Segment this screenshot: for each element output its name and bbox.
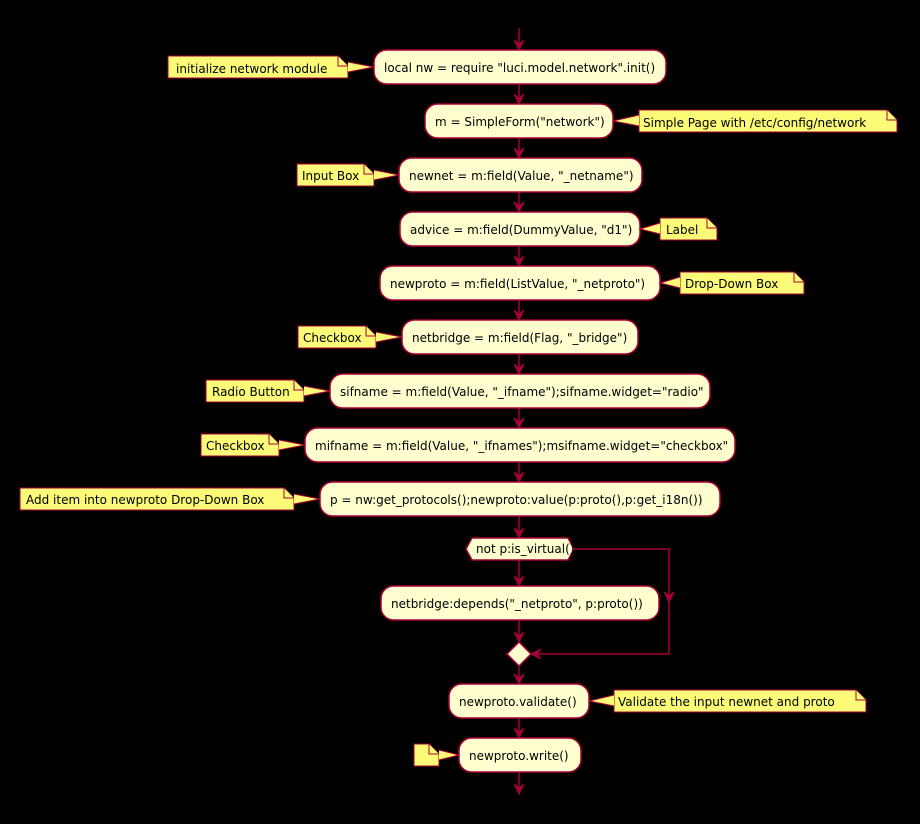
svg-text:Radio Button: Radio Button: [212, 385, 290, 399]
svg-text:Add item into newproto Drop-Do: Add item into newproto Drop-Down Box: [26, 493, 264, 507]
svg-text:Checkbox: Checkbox: [303, 331, 362, 345]
note-dropdown-box: Drop-Down Box: [658, 271, 805, 295]
svg-text:newnet = m:field(Value, "_netn: newnet = m:field(Value, "_netname"): [409, 169, 634, 183]
svg-text:local nw = require "luci.model: local nw = require "luci.model.network".…: [384, 61, 655, 75]
svg-text:Drop-Down Box: Drop-Down Box: [685, 277, 778, 291]
note-checkbox-2: Checkbox: [200, 433, 306, 457]
action-sifname-field: sifname = m:field(Value, "_ifname");sifn…: [329, 373, 711, 409]
action-newnet-field: newnet = m:field(Value, "_netname"): [398, 157, 643, 193]
svg-text:netbridge = m:field(Flag, "_br: netbridge = m:field(Flag, "_bridge"): [412, 331, 627, 345]
svg-text:advice = m:field(DummyValue, ": advice = m:field(DummyValue, "d1"): [410, 223, 632, 237]
svg-text:m = SimpleForm("network"): m = SimpleForm("network"): [435, 115, 605, 129]
note-simple-page: Simple Page with /etc/config/network: [612, 109, 898, 133]
note-checkbox-1: Checkbox: [297, 325, 403, 349]
svg-text:newproto = m:field(ListValue,: newproto = m:field(ListValue, "_netproto…: [390, 277, 645, 291]
action-newproto-validate: newproto.validate(): [448, 683, 590, 719]
note-validate: Validate the input newnet and proto: [588, 689, 867, 713]
action-newproto-write: newproto.write(): [458, 737, 582, 773]
svg-text:initialize network module: initialize network module: [176, 62, 327, 76]
svg-text:newproto.write(): newproto.write(): [469, 749, 569, 763]
decision-is-virtual: not p:is_virtual(): [465, 537, 575, 561]
svg-text:Simple Page with /etc/config/n: Simple Page with /etc/config/network: [643, 116, 866, 130]
svg-text:Input Box: Input Box: [302, 169, 359, 183]
note-empty: [413, 743, 460, 767]
action-netbridge-field: netbridge = m:field(Flag, "_bridge"): [401, 319, 639, 355]
svg-text:mifname = m:field(Value, "_ifn: mifname = m:field(Value, "_ifnames");msi…: [315, 439, 728, 453]
note-add-item: Add item into newproto Drop-Down Box: [19, 487, 321, 511]
note-initialize-network: initialize network module: [167, 55, 375, 79]
action-init-network: local nw = require "luci.model.network".…: [373, 49, 667, 85]
action-advice-field: advice = m:field(DummyValue, "d1"): [399, 211, 641, 247]
svg-text:Checkbox: Checkbox: [206, 439, 265, 453]
svg-text:sifname = m:field(Value, "_ifn: sifname = m:field(Value, "_ifname");sifn…: [340, 385, 704, 399]
svg-text:Validate the input newnet and: Validate the input newnet and proto: [618, 695, 835, 709]
svg-text:netbridge:depends("_netproto",: netbridge:depends("_netproto", p:proto()…: [391, 597, 643, 611]
action-simpleform: m = SimpleForm("network"): [424, 103, 614, 139]
svg-text:Label: Label: [666, 223, 698, 237]
action-netbridge-depends: netbridge:depends("_netproto", p:proto()…: [380, 585, 660, 621]
action-get-protocols: p = nw:get_protocols();newproto:value(p:…: [319, 481, 721, 517]
note-radio-button: Radio Button: [205, 379, 331, 403]
note-input-box: Input Box: [296, 163, 400, 187]
action-newproto-field: newproto = m:field(ListValue, "_netproto…: [379, 265, 661, 301]
merge-diamond: [505, 640, 533, 668]
svg-text:newproto.validate(): newproto.validate(): [459, 695, 577, 709]
svg-text:p = nw:get_protocols();newpro: p = nw:get_protocols();newproto:value(p:…: [330, 493, 703, 507]
note-label: Label: [638, 217, 718, 241]
svg-text:not p:is_virtual(): not p:is_virtual(): [476, 542, 574, 556]
flow-edges: [513, 28, 675, 796]
action-mifname-field: mifname = m:field(Value, "_ifnames");msi…: [304, 427, 736, 463]
